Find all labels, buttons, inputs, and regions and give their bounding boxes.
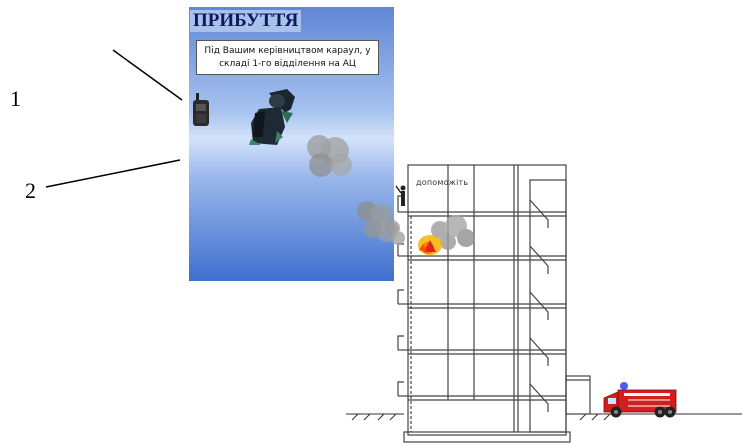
- smoke-cloud: [384, 220, 405, 245]
- fire-icon: [418, 235, 442, 255]
- building: [398, 165, 590, 442]
- help-sign-text: допоможіть: [416, 178, 468, 187]
- ground-line: [346, 414, 742, 420]
- callout-line-2: [46, 160, 180, 187]
- fire-truck-icon: [604, 382, 676, 418]
- callout-line-1: [113, 50, 182, 100]
